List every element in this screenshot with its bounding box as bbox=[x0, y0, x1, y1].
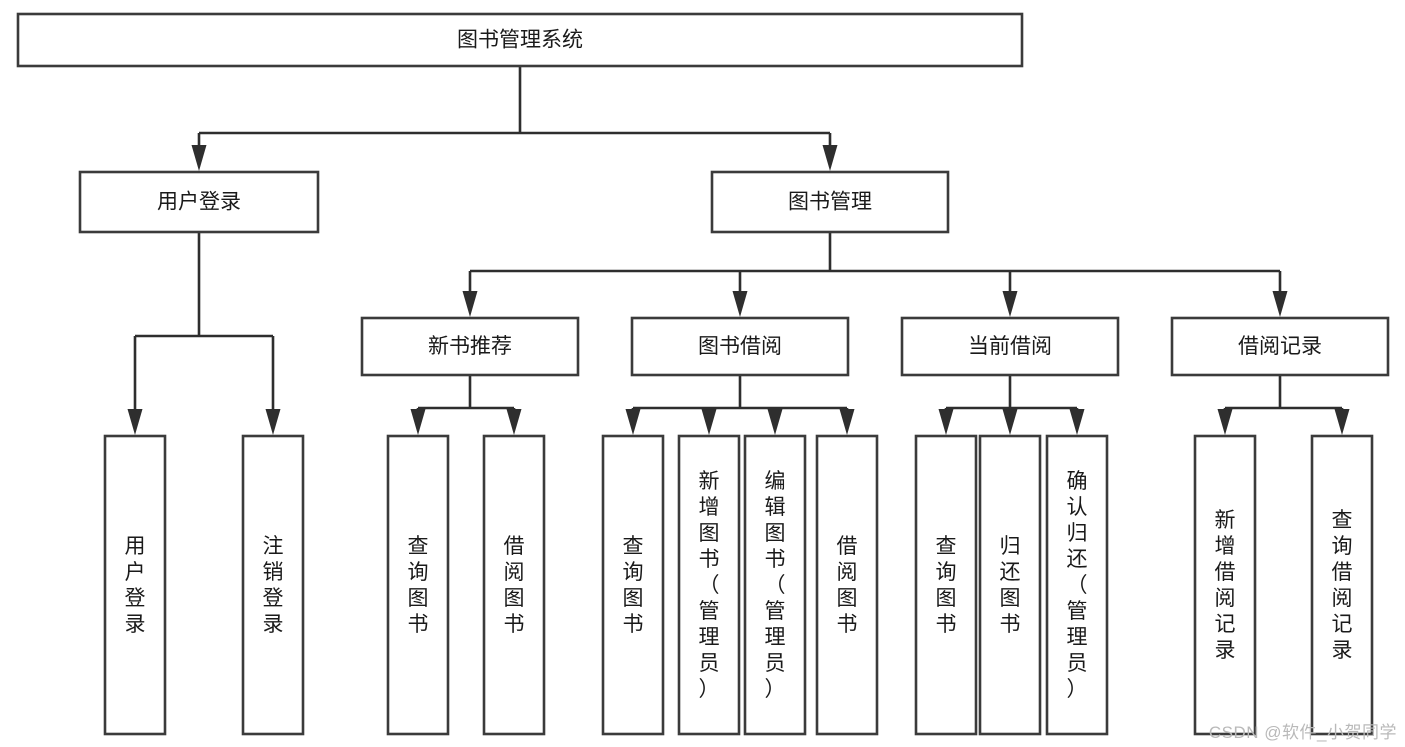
node-box[interactable] bbox=[978, 434, 1042, 736]
connector-group-record bbox=[1217, 375, 1350, 435]
node-box[interactable] bbox=[914, 434, 978, 736]
connector-group-borrow bbox=[625, 375, 855, 435]
arrow-head-icon bbox=[701, 409, 717, 435]
node-label: 查询图书 bbox=[936, 535, 957, 636]
node-label: 归还图书 bbox=[1000, 535, 1021, 636]
node-label: 当前借阅 bbox=[968, 335, 1052, 358]
node-box[interactable] bbox=[601, 434, 665, 736]
node-box[interactable] bbox=[1170, 316, 1390, 377]
node-leaf7[interactable]: 编辑图书（管理员） bbox=[743, 434, 807, 736]
node-box[interactable] bbox=[815, 434, 879, 736]
node-label: 图书管理 bbox=[788, 191, 872, 214]
node-box[interactable] bbox=[1193, 434, 1257, 736]
node-label: 用户登录 bbox=[125, 535, 146, 636]
node-leaf12[interactable]: 新增借阅记录 bbox=[1193, 434, 1257, 736]
node-label: 确认归还（管理员） bbox=[1067, 470, 1088, 701]
arrow-head-icon bbox=[625, 409, 641, 435]
node-leaf1[interactable]: 用户登录 bbox=[103, 434, 167, 736]
connector-group-login bbox=[127, 232, 281, 435]
node-box[interactable] bbox=[900, 316, 1120, 377]
node-label: 查询借阅记录 bbox=[1332, 509, 1353, 662]
node-label: 注销登录 bbox=[263, 535, 284, 636]
arrow-head-icon bbox=[265, 409, 281, 435]
node-label: 用户登录 bbox=[157, 191, 241, 214]
node-leaf9[interactable]: 查询图书 bbox=[914, 434, 978, 736]
arrow-head-icon bbox=[191, 145, 207, 171]
node-bookmgmt[interactable]: 图书管理 bbox=[710, 170, 950, 234]
node-label: 借阅图书 bbox=[837, 535, 858, 636]
arrow-head-icon bbox=[506, 409, 522, 435]
arrow-head-icon bbox=[732, 291, 748, 317]
node-leaf11[interactable]: 确认归还（管理员） bbox=[1045, 434, 1109, 736]
node-box[interactable] bbox=[360, 316, 580, 377]
node-label: 新增图书（管理员） bbox=[699, 470, 720, 701]
arrow-head-icon bbox=[127, 409, 143, 435]
arrow-head-icon bbox=[462, 291, 478, 317]
node-label: 新书推荐 bbox=[428, 335, 512, 358]
arrow-head-icon bbox=[1002, 291, 1018, 317]
node-box[interactable] bbox=[78, 170, 320, 234]
node-box[interactable] bbox=[386, 434, 450, 736]
arrow-head-icon bbox=[410, 409, 426, 435]
arrow-head-icon bbox=[1272, 291, 1288, 317]
arrow-head-icon bbox=[1069, 409, 1085, 435]
node-label: 新增借阅记录 bbox=[1215, 509, 1236, 662]
connector-group-current bbox=[938, 375, 1085, 435]
arrow-head-icon bbox=[822, 145, 838, 171]
node-root[interactable]: 图书管理系统 bbox=[16, 12, 1024, 68]
node-leaf10[interactable]: 归还图书 bbox=[978, 434, 1042, 736]
node-borrow[interactable]: 图书借阅 bbox=[630, 316, 850, 377]
node-box[interactable] bbox=[1045, 434, 1109, 736]
node-leaf13[interactable]: 查询借阅记录 bbox=[1310, 434, 1374, 736]
node-box[interactable] bbox=[743, 434, 807, 736]
connector-group-newbook bbox=[410, 375, 522, 435]
arrow-head-icon bbox=[767, 409, 783, 435]
arrow-head-icon bbox=[938, 409, 954, 435]
node-login[interactable]: 用户登录 bbox=[78, 170, 320, 234]
node-label: 图书借阅 bbox=[698, 335, 782, 358]
node-leaf2[interactable]: 注销登录 bbox=[241, 434, 305, 736]
node-label: 查询图书 bbox=[408, 535, 429, 636]
node-label: 查询图书 bbox=[623, 535, 644, 636]
node-box[interactable] bbox=[482, 434, 546, 736]
node-label: 借阅记录 bbox=[1238, 335, 1322, 358]
node-box[interactable] bbox=[1310, 434, 1374, 736]
node-record[interactable]: 借阅记录 bbox=[1170, 316, 1390, 377]
arrow-head-icon bbox=[1217, 409, 1233, 435]
connector-group-bookmgmt bbox=[462, 232, 1288, 317]
node-box[interactable] bbox=[103, 434, 167, 736]
arrow-head-icon bbox=[1002, 409, 1018, 435]
node-box[interactable] bbox=[630, 316, 850, 377]
arrow-head-icon bbox=[1334, 409, 1350, 435]
node-leaf4[interactable]: 借阅图书 bbox=[482, 434, 546, 736]
node-leaf6[interactable]: 新增图书（管理员） bbox=[677, 434, 741, 736]
node-label: 编辑图书（管理员） bbox=[765, 470, 786, 701]
node-box[interactable] bbox=[710, 170, 950, 234]
node-leaf3[interactable]: 查询图书 bbox=[386, 434, 450, 736]
node-label: 图书管理系统 bbox=[457, 29, 583, 52]
node-newbook[interactable]: 新书推荐 bbox=[360, 316, 580, 377]
node-leaf8[interactable]: 借阅图书 bbox=[815, 434, 879, 736]
node-box[interactable] bbox=[677, 434, 741, 736]
node-leaf5[interactable]: 查询图书 bbox=[601, 434, 665, 736]
node-layer: 图书管理系统用户登录图书管理新书推荐图书借阅当前借阅借阅记录用户登录注销登录查询… bbox=[16, 12, 1390, 736]
node-label: 借阅图书 bbox=[504, 535, 525, 636]
arrow-head-icon bbox=[839, 409, 855, 435]
connector-layer bbox=[127, 66, 1350, 435]
node-box[interactable] bbox=[16, 12, 1024, 68]
node-box[interactable] bbox=[241, 434, 305, 736]
node-current[interactable]: 当前借阅 bbox=[900, 316, 1120, 377]
connector-group-root bbox=[191, 66, 838, 171]
